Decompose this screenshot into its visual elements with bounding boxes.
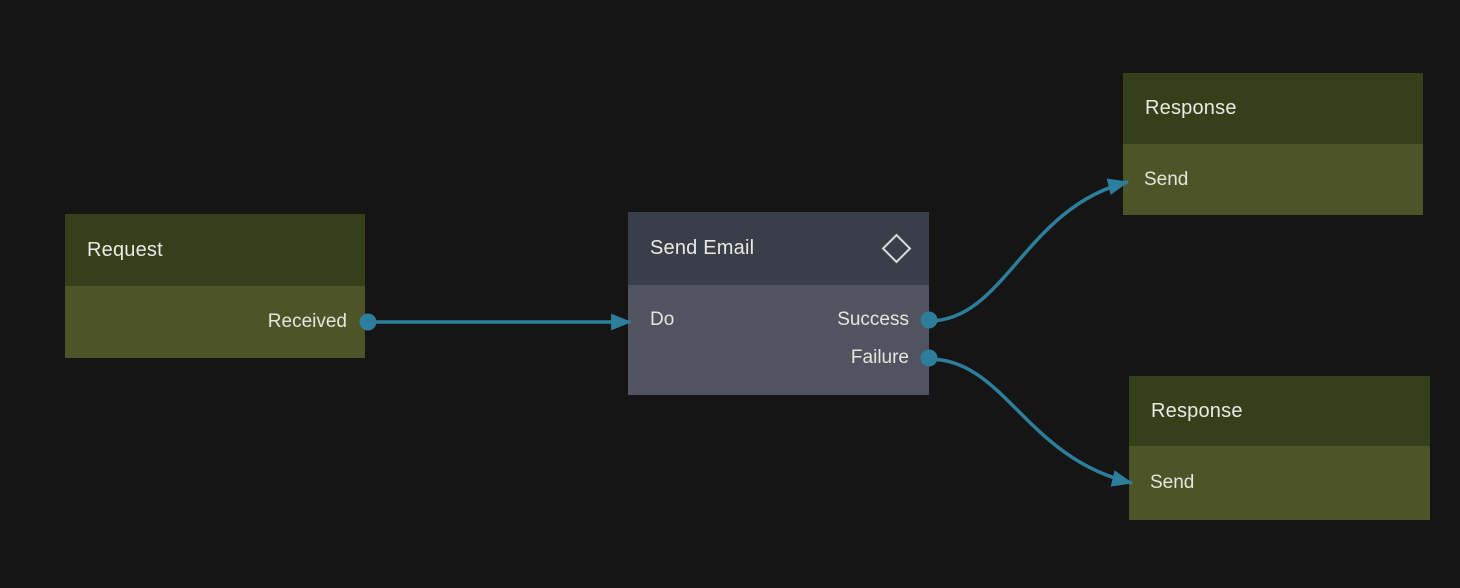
node-response-top-header: Response bbox=[1123, 73, 1423, 144]
node-response-top[interactable]: Response Send bbox=[1123, 73, 1423, 215]
node-request-header: Request bbox=[65, 214, 365, 286]
edge-failure-to-send[interactable] bbox=[928, 357, 1134, 487]
node-send-email-header: Send Email bbox=[628, 212, 929, 285]
edge-success-to-send[interactable] bbox=[928, 178, 1130, 323]
node-title: Request bbox=[87, 238, 163, 261]
output-port-label-failure: Failure bbox=[850, 347, 909, 368]
input-port-label-send: Send bbox=[1150, 472, 1195, 493]
node-request[interactable]: Request Received bbox=[65, 214, 365, 358]
node-response-top-body: Send bbox=[1123, 144, 1423, 215]
node-title: Response bbox=[1145, 97, 1237, 119]
output-port-label-success: Success bbox=[837, 309, 909, 330]
node-send-email[interactable]: Send Email Do Success Failure bbox=[628, 212, 929, 395]
node-response-bottom[interactable]: Response Send bbox=[1129, 376, 1430, 520]
input-port-label-send: Send bbox=[1144, 168, 1189, 190]
node-send-email-body: Do Success Failure bbox=[628, 285, 929, 395]
port-row: Failure bbox=[628, 339, 929, 377]
node-title: Send Email bbox=[650, 237, 755, 259]
node-request-body: Received bbox=[65, 286, 365, 358]
node-response-bottom-body: Send bbox=[1129, 446, 1430, 520]
input-port-label-do: Do bbox=[650, 309, 675, 330]
port-row: Do Success bbox=[628, 301, 929, 339]
diamond-icon bbox=[881, 233, 912, 264]
node-response-bottom-header: Response bbox=[1129, 376, 1430, 446]
node-title: Response bbox=[1151, 399, 1243, 422]
output-port-label-received: Received bbox=[267, 311, 347, 332]
